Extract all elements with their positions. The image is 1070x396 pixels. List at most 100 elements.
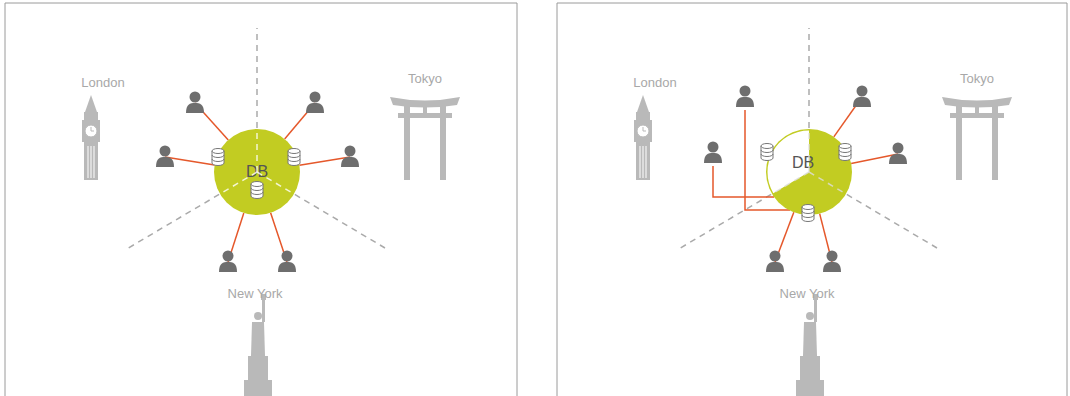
big-ben-top — [636, 112, 650, 120]
database-body — [288, 151, 300, 166]
torii-pillar — [440, 105, 446, 180]
big-ben-clock-section — [634, 120, 652, 142]
big-ben-shaft — [84, 142, 98, 180]
user-body — [341, 157, 359, 167]
statue-body — [803, 322, 817, 356]
big-ben-stripe — [94, 146, 95, 178]
user-body — [306, 103, 324, 113]
database-body — [839, 146, 851, 161]
region-divider-inner — [772, 172, 809, 194]
panel — [557, 3, 1067, 396]
big-ben-stripe — [646, 146, 647, 178]
torii-pillar — [992, 105, 998, 180]
user-head — [190, 92, 201, 103]
user-head — [857, 86, 868, 97]
database-ring — [761, 150, 773, 153]
big-ben-clock-section — [82, 120, 100, 142]
panel-frame — [5, 3, 517, 396]
database-ring — [251, 192, 263, 195]
user-body — [823, 262, 841, 272]
statue-pedestal — [800, 356, 820, 382]
database-ring — [761, 154, 773, 157]
database-ring — [212, 159, 224, 162]
user-body — [704, 153, 722, 163]
big-ben-spire — [637, 95, 649, 112]
panel — [5, 3, 517, 396]
region-divider-inner — [256, 129, 258, 172]
user-head — [310, 92, 321, 103]
torii-pillar — [404, 105, 410, 180]
big-ben-clock — [85, 125, 97, 137]
node-label: DB — [792, 154, 814, 172]
database-body — [802, 207, 814, 222]
torii-post — [975, 105, 979, 113]
statue-pedestal — [248, 356, 268, 382]
circle-fill — [766, 129, 852, 215]
database-ring — [288, 155, 300, 158]
panel-overlay — [761, 129, 851, 222]
big-ben-spire — [85, 95, 97, 112]
user-head — [770, 251, 781, 262]
city-label: Tokyo — [960, 71, 994, 86]
connection-line — [713, 166, 774, 197]
big-ben-hands — [643, 127, 646, 131]
database-top — [212, 149, 224, 154]
database-top — [761, 144, 773, 149]
city-label: London — [633, 75, 676, 90]
user-head — [708, 142, 719, 153]
statue-body — [251, 322, 265, 356]
statue-base — [796, 380, 824, 396]
user-head — [345, 146, 356, 157]
big-ben-shaft — [636, 142, 650, 180]
database-ring — [839, 150, 851, 153]
circle-outline — [765, 128, 853, 216]
user-body — [766, 262, 784, 272]
region-divider-inner — [257, 172, 294, 194]
database-body — [212, 151, 224, 166]
circle-fill — [214, 129, 300, 215]
user-head — [827, 251, 838, 262]
user-body — [278, 262, 296, 272]
panel-overlay — [212, 129, 300, 199]
statue-base — [244, 380, 272, 396]
big-ben-stripe — [640, 146, 641, 178]
statue-arm — [262, 300, 265, 322]
city-label: London — [81, 75, 124, 90]
statue-head — [254, 312, 262, 320]
user-body — [889, 154, 907, 164]
user-body — [156, 157, 174, 167]
node-label: DB — [246, 163, 268, 181]
city-label: Tokyo — [408, 71, 442, 86]
database-ring — [839, 154, 851, 157]
user-body — [219, 262, 237, 272]
database-top — [802, 205, 814, 210]
database-top — [288, 149, 300, 154]
big-ben-top — [84, 112, 98, 120]
user-head — [740, 86, 751, 97]
region-divider-inner — [220, 172, 257, 194]
database-top — [251, 182, 263, 187]
big-ben-hands — [91, 127, 94, 131]
database-ring — [802, 211, 814, 214]
database-ring — [251, 188, 263, 191]
database-body — [761, 146, 773, 161]
database-top — [839, 144, 851, 149]
user-body — [736, 97, 754, 107]
database-body — [251, 184, 263, 199]
circle-group — [766, 129, 852, 215]
statue-arm — [814, 300, 817, 322]
city-label: New York — [228, 286, 283, 301]
database-circle: DB — [213, 128, 301, 216]
city-label: New York — [780, 286, 835, 301]
region-divider-inner — [809, 172, 846, 194]
big-ben-stripe — [643, 146, 644, 178]
database-ring — [212, 155, 224, 158]
user-body — [853, 97, 871, 107]
database-ring — [802, 215, 814, 218]
user-head — [160, 146, 171, 157]
region-divider-inner — [808, 129, 810, 172]
